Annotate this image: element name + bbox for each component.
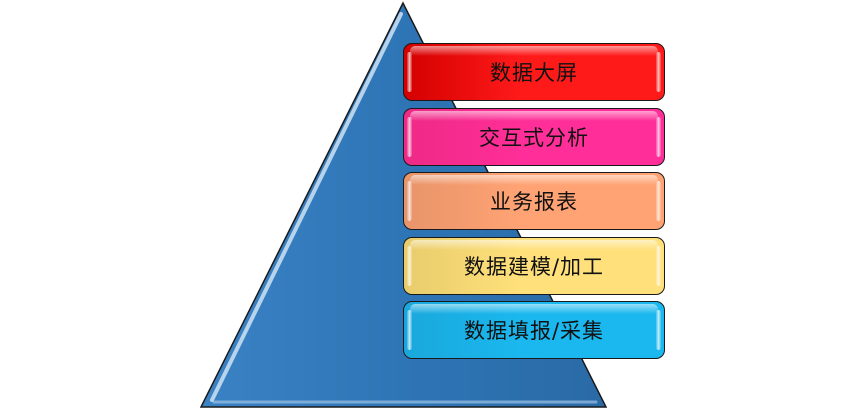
layer-label: 数据填报/采集	[463, 319, 605, 343]
layer-data-dashboard: 数据大屏	[403, 43, 665, 101]
layer-label: 业务报表	[490, 190, 578, 214]
layer-business-reports: 业务报表	[403, 172, 665, 230]
layer-label: 数据建模/加工	[463, 255, 605, 279]
layer-data-entry-collection: 数据填报/采集	[403, 301, 665, 359]
layer-label: 交互式分析	[479, 126, 589, 150]
pyramid-left-highlight	[210, 12, 403, 402]
layer-data-modeling: 数据建模/加工	[403, 237, 665, 295]
layer-interactive-analysis: 交互式分析	[403, 108, 665, 166]
layer-label: 数据大屏	[490, 61, 578, 85]
